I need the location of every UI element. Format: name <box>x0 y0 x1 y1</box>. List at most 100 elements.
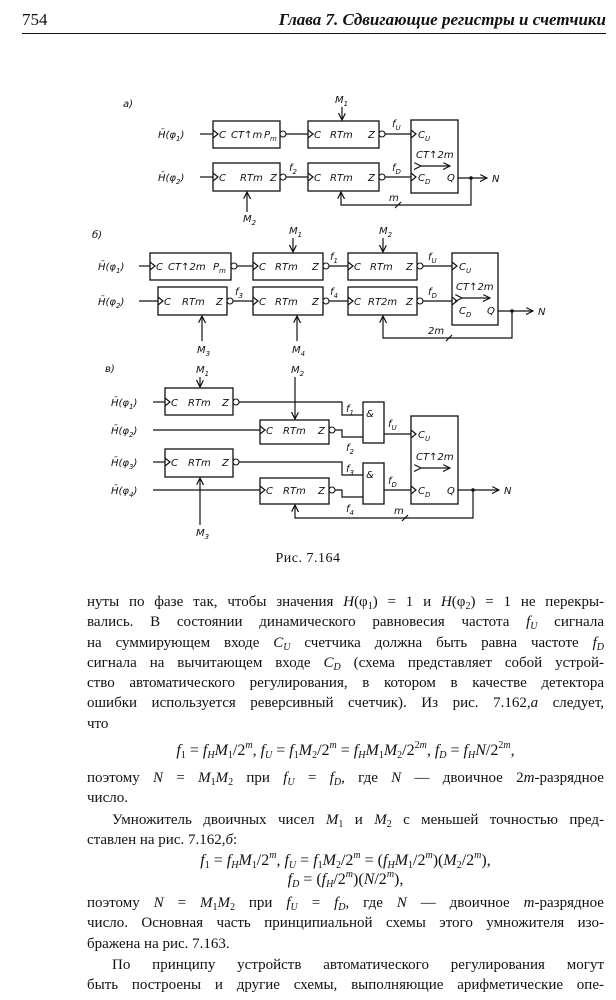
pin-label: C <box>219 173 226 184</box>
text-line: Умножитель двоичных чисел M1 и M2 с мень… <box>112 812 604 830</box>
output-label: N <box>538 307 546 318</box>
rate-multiplier-block <box>259 419 330 445</box>
pin-label: C <box>266 486 273 497</box>
block-label: RTm <box>330 130 353 141</box>
pin-label: C <box>219 130 226 141</box>
text-line: поэтому N = M1M2 при fU = fD, где N — дв… <box>87 770 604 788</box>
text-line: на суммирующем входе CU счетчика должна … <box>87 634 604 653</box>
formula-2-line-1: f1 = fHM1/2m, fU = f1M2/2m = (fHM1/2m)(M… <box>200 850 491 871</box>
pin-label: C <box>171 458 178 469</box>
text-line: нуты по фазе так, чтобы значения H(φ1) =… <box>87 594 605 612</box>
figure-7-164-diagram: а) H̄(φ1) C CT↑m Pm C RTm Z fU M1 CU CT↑… <box>92 95 546 541</box>
pin-label: C <box>354 297 361 308</box>
text-line: что <box>87 715 109 732</box>
block-label: RTm <box>330 173 353 184</box>
block-label: RTm <box>275 297 298 308</box>
reversible-counter <box>451 252 499 326</box>
block-label: RTm <box>182 297 205 308</box>
pin-label: Z <box>269 173 278 184</box>
text-line: бражена на рис. 7.163. <box>87 935 230 952</box>
input-label: H̄(φ2) <box>98 295 124 310</box>
pin-label: CU <box>459 262 471 275</box>
signal-label: f4 <box>330 287 338 300</box>
block-label: RTm <box>188 458 211 469</box>
pin-label: Z <box>311 297 320 308</box>
reversible-counter <box>410 119 459 194</box>
block-label: CT↑2m <box>168 262 206 273</box>
input-label: H̄(φ2) <box>111 424 137 439</box>
formula-1: f1 = fHM1/2m, fU = f1M2/2m = fHM1M2/22m,… <box>176 740 515 761</box>
chapter-title: Глава 7. Сдвигающие регистры и счетчики <box>278 10 606 29</box>
block-label: RTm <box>240 173 263 184</box>
signal-label: f3 <box>235 287 243 300</box>
gate-label: & <box>366 470 374 481</box>
signal-label: fU <box>428 252 437 265</box>
signal-label: fD <box>388 476 398 489</box>
input-label: H̄(φ3) <box>111 456 137 471</box>
block-label: RTm <box>188 398 211 409</box>
pin-label: C <box>266 426 273 437</box>
and-gate <box>362 401 385 444</box>
pin-label: Z <box>221 398 230 409</box>
pin-label: CU <box>418 130 430 143</box>
text-line: ство автоматического регулирования, в ко… <box>87 675 604 692</box>
operand-label: M1 <box>335 95 348 108</box>
text-line: число. Основная часть принципиальной схе… <box>87 915 604 932</box>
paragraph-2: Умножитель двоичных чисел M1 и M2 с мень… <box>87 810 604 851</box>
operand-label: M2 <box>243 214 257 227</box>
operand-label: M1 <box>289 226 302 239</box>
pin-label: Z <box>405 297 414 308</box>
operand-label: M2 <box>291 365 305 378</box>
and-gate <box>362 462 385 505</box>
panel-a: а) H̄(φ1) C CT↑m Pm C RTm Z fU M1 CU CT↑… <box>123 95 500 227</box>
pin-label: C <box>259 262 266 273</box>
header-rule <box>22 33 606 34</box>
pin-label: C <box>259 297 266 308</box>
pin-label: Z <box>317 426 326 437</box>
block-label: CT↑2m <box>456 282 494 293</box>
figure-caption: Рис. 7.164 <box>275 551 341 566</box>
signal-label: fU <box>388 419 397 432</box>
pin-label: Z <box>317 486 326 497</box>
paragraph-3: По принципу устройств автоматического ре… <box>87 955 604 996</box>
panel-c: в) M1 M2 H̄(φ1) C RTm Z f1 H̄(φ2) C RTm … <box>105 364 512 541</box>
block-label: RTm <box>275 262 298 273</box>
input-label: H̄(φ1) <box>111 396 137 411</box>
text-line: вались. В состоянии динамического равнов… <box>87 614 604 633</box>
signal-label: f1 <box>346 404 354 417</box>
block-label: RT2m <box>368 297 397 308</box>
pin-label: C <box>314 173 321 184</box>
signal-label: fU <box>392 119 401 132</box>
text-line: быть построены и другие схемы, выполняющ… <box>87 977 604 994</box>
signal-label: f2 <box>289 163 298 176</box>
gate-label: & <box>366 409 374 420</box>
pin-label: C <box>156 262 163 273</box>
reversible-counter <box>410 415 459 505</box>
paragraph-1-end: поэтому N = M1M2 при fU = fD, где N — дв… <box>87 768 604 809</box>
text-line: сигнала на вычитающем входе CD (схема пр… <box>87 654 604 673</box>
pin-label: C <box>354 262 361 273</box>
block-label: CT↑m <box>231 130 262 141</box>
pin-label: C <box>314 130 321 141</box>
text-line: поэтому N = M1M2 при fU = fD, где N — дв… <box>87 895 604 913</box>
output-label: N <box>492 174 500 185</box>
pin-label: CU <box>418 430 430 443</box>
input-label: H̄(φ1) <box>98 260 124 275</box>
block-label: RTm <box>370 262 393 273</box>
text-line: ставлен на рис. 7.162,б: <box>87 832 238 849</box>
signal-label: f1 <box>330 252 338 265</box>
pin-label: Z <box>405 262 414 273</box>
bus-width-label: m <box>389 193 399 204</box>
bus-width-label: m <box>394 506 404 517</box>
pin-label: Z <box>367 173 376 184</box>
input-label: H̄(φ2) <box>158 171 184 186</box>
text-line: число. <box>87 790 128 807</box>
block-label: CT↑2m <box>416 150 454 161</box>
signal-label: fD <box>392 163 402 176</box>
signal-label: f4 <box>346 504 354 517</box>
pin-label: C <box>171 398 178 409</box>
pin-label: CD <box>418 486 431 499</box>
operand-label: M3 <box>197 345 210 358</box>
pin-label: CD <box>418 173 431 186</box>
operand-label: M1 <box>196 365 209 378</box>
